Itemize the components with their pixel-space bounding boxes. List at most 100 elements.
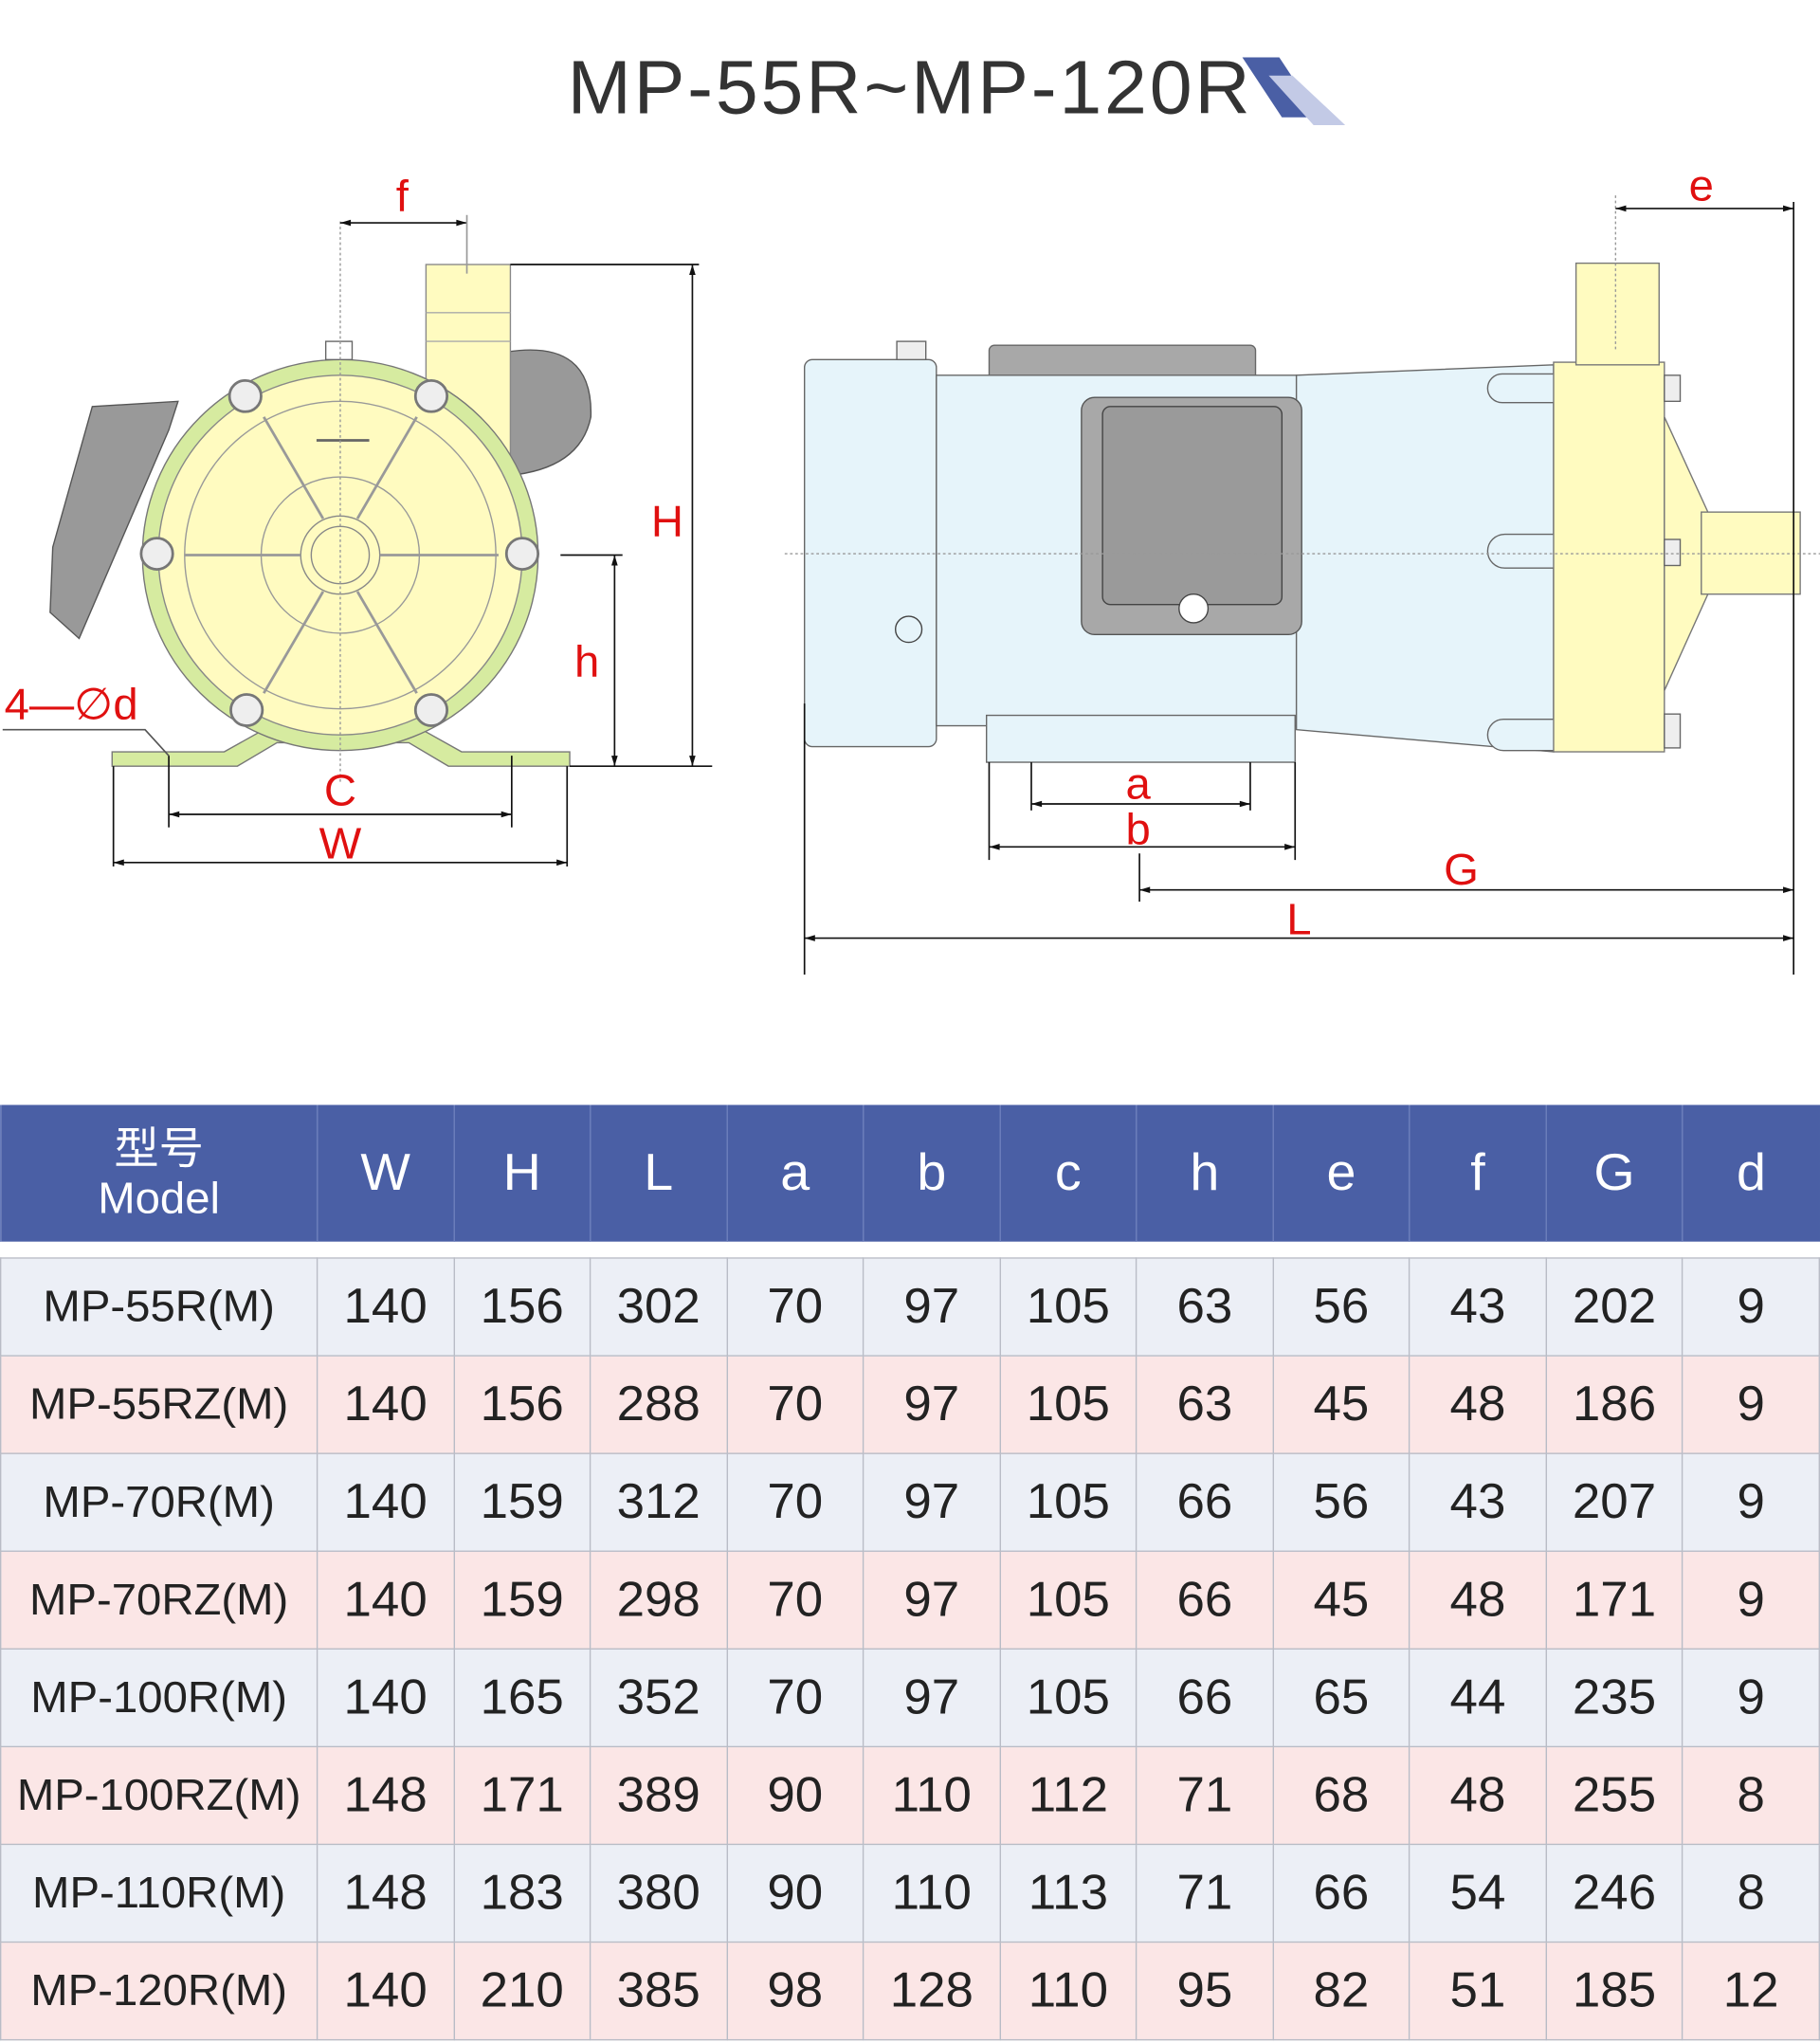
header-h: h [1136,1104,1273,1242]
value-cell-W: 140 [316,1648,455,1748]
value-cell-a: 70 [726,1648,864,1748]
value-cell-W: 148 [316,1745,455,1846]
value-cell-c: 113 [999,1843,1138,1943]
value-cell-a: 70 [726,1355,864,1454]
value-cell-d: 9 [1682,1355,1820,1454]
value-cell-f: 43 [1409,1452,1547,1552]
value-cell-H: 183 [452,1843,592,1943]
value-cell-G: 185 [1545,1941,1684,2041]
value-cell-f: 51 [1409,1941,1547,2041]
value-cell-W: 140 [316,1355,455,1454]
value-cell-d: 9 [1682,1452,1820,1552]
dim-label-L: L [1286,894,1311,944]
value-cell-b: 97 [863,1648,1001,1748]
value-cell-a: 90 [726,1843,864,1943]
value-cell-H: 210 [452,1941,592,2041]
dim-label-h: h [574,636,599,686]
value-cell-b: 110 [863,1843,1001,1943]
side-view-dimensions [803,202,1795,976]
value-cell-a: 70 [726,1257,864,1357]
value-cell-c: 105 [999,1452,1138,1552]
value-cell-W: 140 [316,1550,455,1650]
header-W: W [316,1104,454,1242]
pump-side-view [784,195,1820,763]
header-L: L [590,1104,727,1242]
value-cell-b: 97 [863,1355,1001,1454]
value-cell-G: 171 [1545,1550,1684,1650]
value-cell-a: 98 [726,1941,864,2041]
value-cell-L: 385 [590,1941,728,2041]
dim-label-G: G [1444,844,1479,894]
title-logo-stripes [1242,57,1346,125]
value-cell-L: 352 [590,1648,728,1748]
value-cell-e: 68 [1272,1745,1410,1846]
value-cell-L: 288 [590,1355,728,1454]
value-cell-c: 112 [999,1745,1138,1846]
dim-label-e: e [1689,160,1714,210]
value-cell-h: 63 [1136,1355,1274,1454]
header-b: b [863,1104,1000,1242]
value-cell-c: 105 [999,1257,1138,1357]
model-cell: MP-55RZ(M) [0,1355,318,1454]
value-cell-c: 110 [999,1941,1138,2041]
value-cell-L: 312 [590,1452,728,1552]
value-cell-h: 95 [1136,1941,1274,2041]
value-cell-W: 140 [316,1257,455,1357]
header-f: f [1409,1104,1546,1242]
value-cell-b: 97 [863,1452,1001,1552]
bolt-heads [139,378,540,727]
value-cell-b: 110 [863,1745,1001,1846]
value-cell-d: 12 [1682,1941,1820,2041]
value-cell-f: 48 [1409,1550,1547,1650]
header-e: e [1272,1104,1410,1242]
model-cell: MP-70R(M) [0,1452,318,1552]
value-cell-e: 82 [1272,1941,1410,2041]
value-cell-W: 140 [316,1941,455,2041]
value-cell-b: 97 [863,1257,1001,1357]
value-cell-f: 48 [1409,1355,1547,1454]
value-cell-L: 389 [590,1745,728,1846]
value-cell-e: 65 [1272,1648,1410,1748]
header-G: G [1545,1104,1684,1242]
value-cell-h: 66 [1136,1648,1274,1748]
dim-label-hole: 4—∅d [5,679,138,729]
dim-label-H: H [651,497,683,547]
value-cell-H: 165 [452,1648,592,1748]
model-cell: MP-100R(M) [0,1648,318,1748]
value-cell-G: 186 [1545,1355,1684,1454]
page-title: MP-55R~MP-120R [567,46,1253,131]
value-cell-G: 246 [1545,1843,1684,1943]
value-cell-c: 105 [999,1355,1138,1454]
model-cell: MP-110R(M) [0,1843,318,1943]
value-cell-G: 207 [1545,1452,1684,1552]
dim-label-b: b [1126,804,1151,854]
value-cell-e: 56 [1272,1257,1410,1357]
value-cell-a: 70 [726,1550,864,1650]
dim-label-f: f [396,171,410,221]
header-c: c [999,1104,1137,1242]
model-cell: MP-55R(M) [0,1257,318,1357]
value-cell-e: 66 [1272,1843,1410,1943]
value-cell-b: 97 [863,1550,1001,1650]
value-cell-W: 140 [316,1452,455,1552]
value-cell-a: 90 [726,1745,864,1846]
value-cell-f: 43 [1409,1257,1547,1357]
header-H: H [452,1104,591,1242]
value-cell-e: 45 [1272,1355,1410,1454]
value-cell-d: 8 [1682,1843,1820,1943]
value-cell-H: 156 [452,1355,592,1454]
value-cell-c: 105 [999,1648,1138,1748]
dim-label-W: W [319,818,362,868]
value-cell-W: 148 [316,1843,455,1943]
value-cell-f: 44 [1409,1648,1547,1748]
value-cell-h: 63 [1136,1257,1274,1357]
value-cell-a: 70 [726,1452,864,1552]
value-cell-h: 66 [1136,1452,1274,1552]
